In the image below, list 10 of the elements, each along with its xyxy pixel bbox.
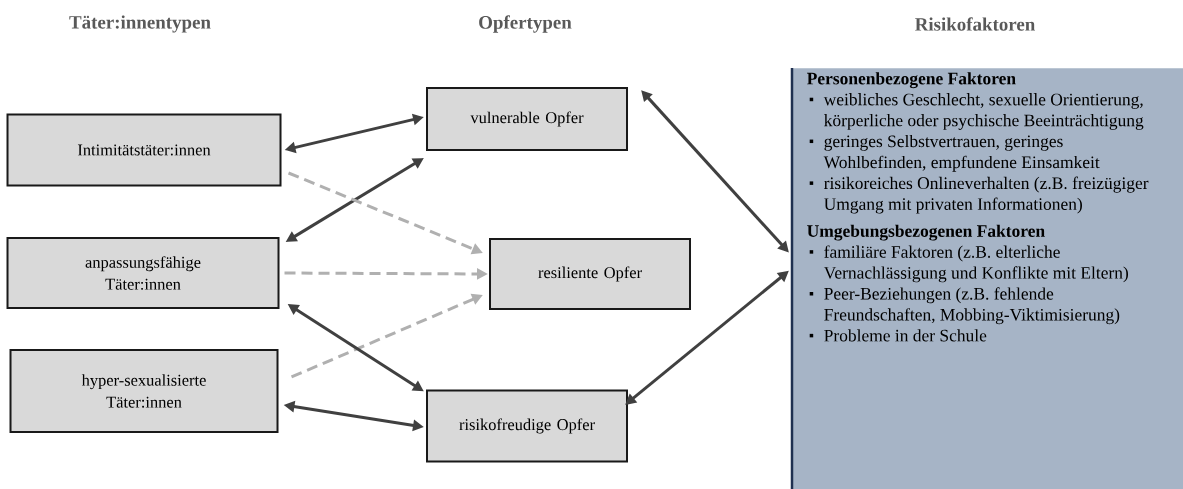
risk-factor-panel: Personenbezogene Faktoren weibliches Geschlecht, sexuelle Orientierung, körperliche oder psychische Beeinträchtigung geringes Selbstvertrauen, geringes Wohlbefinden, empfundene Einsamkeit risikoreiches Onlineverhalten (z.B. freizügiger Umgang mit privaten Informationen) Umgebungsbezogenen Faktoren familiäre Faktoren (z.B. elterliche Vernachlässigung und Konflikte mit Eltern) Peer-Beziehungen (z.B. fehlende Freundschaften, Mobbing-Viktimisierung) Probleme in der Schule xyxy=(790,68,1183,489)
type-box: resiliente Opfer xyxy=(489,238,691,310)
column-heading: Täter:innentypen xyxy=(69,15,211,33)
type-box: risikofreudige Opfer xyxy=(426,389,628,463)
column-heading: Opfertypen xyxy=(479,15,572,33)
type-box: anpassungsfähige Täter:innen xyxy=(6,237,280,309)
type-box: Intimitätstäter:innen xyxy=(6,113,282,187)
type-box: hyper-sexualisierte Täter:innen xyxy=(9,349,279,433)
column-heading: Risikofaktoren xyxy=(915,17,1035,31)
type-box: vulnerable Opfer xyxy=(426,87,628,151)
